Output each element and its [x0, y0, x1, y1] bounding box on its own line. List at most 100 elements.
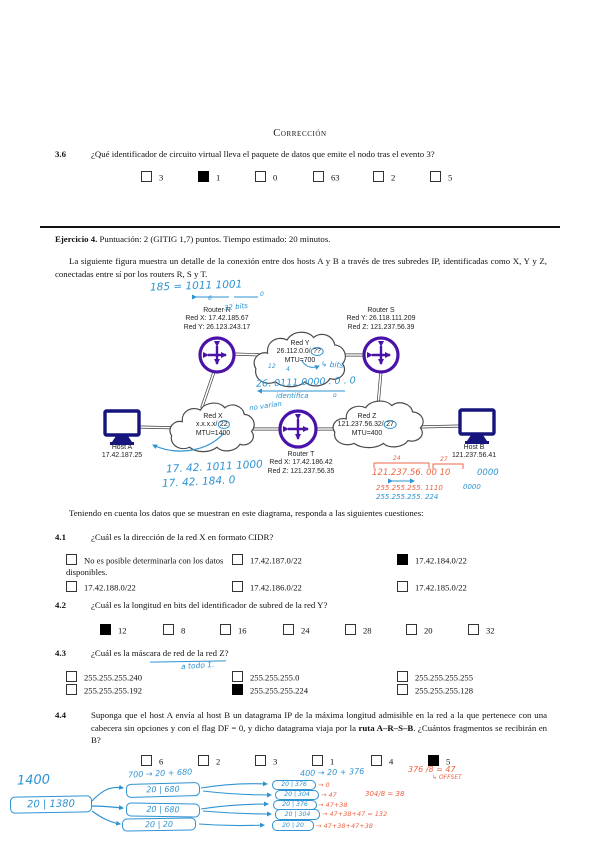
option-1[interactable]: 1	[312, 755, 334, 768]
lead-paragraph: Teniendo en cuenta los datos que se mues…	[69, 508, 424, 518]
option-17-42-188[interactable]: 17.42.188.0/22	[66, 581, 136, 594]
option-20[interactable]: 20	[406, 624, 433, 637]
router-r-label: Router R Red X: 17.42.185.67 Red Y: 26.1…	[183, 307, 251, 331]
checkbox[interactable]	[371, 755, 382, 766]
circled-prefix-annotation: 22	[217, 420, 231, 430]
checkbox[interactable]	[66, 581, 77, 592]
checkbox[interactable]	[428, 755, 439, 766]
hw-a-todo-1: a todo 1.	[180, 659, 215, 672]
option-24[interactable]: 24	[283, 624, 310, 637]
hw-calc-304: 304/8 = 38	[365, 790, 405, 798]
checkbox[interactable]	[66, 554, 77, 565]
option-6[interactable]: 6	[141, 755, 163, 768]
checkbox[interactable]	[312, 755, 323, 766]
router-t-icon	[278, 409, 318, 449]
option-28[interactable]: 28	[345, 624, 372, 637]
checkbox[interactable]	[220, 624, 231, 635]
option-2[interactable]: 2	[198, 755, 220, 768]
checkbox[interactable]	[141, 171, 152, 182]
hw-box-680-a: 20 | 680	[125, 782, 201, 798]
option-16[interactable]: 16	[220, 624, 247, 637]
option-8[interactable]: 8	[163, 624, 185, 637]
link-routerr-redy	[231, 352, 266, 357]
hw-small-o: o	[333, 392, 337, 399]
question-4-4: 4.4 Suponga que el host A envía al host …	[55, 709, 547, 747]
hw-box-20-final: 20 | 20	[272, 820, 314, 831]
option-mask-192[interactable]: 255.255.255.192	[66, 684, 142, 697]
checkbox[interactable]	[66, 684, 77, 695]
checkbox[interactable]	[255, 755, 266, 766]
question-number: 4.4	[55, 710, 66, 720]
router-r-icon	[198, 336, 236, 374]
checkbox[interactable]	[198, 755, 209, 766]
hw-box-680-b: 20 | 680	[125, 802, 201, 818]
checkbox[interactable]	[100, 624, 111, 635]
checkbox[interactable]	[397, 671, 408, 682]
option-mask-255[interactable]: 255.255.255.255	[397, 671, 473, 684]
option-32[interactable]: 32	[468, 624, 495, 637]
option-17-42-184[interactable]: 17.42.184.0/22	[397, 554, 467, 567]
checkbox[interactable]	[468, 624, 479, 635]
net-x-label: Red X x.x.x.x/22 MTU=1400	[195, 413, 231, 437]
option-mask-128[interactable]: 255.255.255.128	[397, 684, 473, 697]
circled-prefix-annotation: 27	[383, 420, 397, 430]
checkbox[interactable]	[66, 671, 77, 682]
checkbox[interactable]	[232, 671, 243, 682]
hw-calc-376: 376 /8 = 47	[408, 765, 456, 774]
hw-box-304-a: 20 | 304	[275, 790, 319, 800]
option-5[interactable]: 5	[428, 755, 450, 768]
option-17-42-185[interactable]: 17.42.185.0/22	[397, 581, 467, 594]
option-2[interactable]: 2	[373, 171, 395, 184]
checkbox[interactable]	[232, 581, 243, 592]
checkbox[interactable]	[283, 624, 294, 635]
option-3[interactable]: 3	[255, 755, 277, 768]
question-number: 4.2	[55, 600, 66, 610]
checkbox[interactable]	[232, 684, 243, 695]
hw-len-4: 4	[286, 366, 290, 373]
correction-header: Corrección	[273, 128, 327, 139]
checkbox[interactable]	[397, 554, 408, 565]
checkbox[interactable]	[232, 554, 243, 565]
hw-z-mask-red: 255.255.255. 1110	[376, 484, 443, 492]
exercise-meta: Puntuación: 2 (GITIG 1,7) puntos. Tiempo…	[97, 234, 331, 244]
option-no-determinable[interactable]: No es posible determinarla con los datos…	[66, 554, 224, 577]
option-1[interactable]: 1	[198, 171, 220, 184]
question-4-1: 4.1 ¿Cuál es la dirección de la red X en…	[55, 531, 547, 544]
checkbox[interactable]	[397, 684, 408, 695]
option-17-42-187[interactable]: 17.42.187.0/22	[232, 554, 302, 567]
checkbox[interactable]	[198, 171, 209, 182]
hw-bits-callout: ↳ bits	[320, 359, 344, 370]
section-divider	[40, 226, 560, 228]
question-4-2: 4.2 ¿Cuál es la longitud en bits del ide…	[55, 599, 547, 612]
checkbox[interactable]	[397, 581, 408, 592]
option-0[interactable]: 0	[255, 171, 277, 184]
option-17-42-186[interactable]: 17.42.186.0/22	[232, 581, 302, 594]
option-12[interactable]: 12	[100, 624, 127, 637]
hw-z-binary-red: 121.237.56. 00 10	[372, 468, 451, 478]
checkbox[interactable]	[430, 171, 441, 182]
checkbox[interactable]	[255, 171, 266, 182]
checkbox[interactable]	[373, 171, 384, 182]
question-3-6: 3.6 ¿Qué identificador de circuito virtu…	[55, 148, 547, 161]
checkbox[interactable]	[345, 624, 356, 635]
hw-box-304-b: 20 | 304	[275, 809, 320, 820]
hw-z-mask-blue: 0000	[463, 483, 481, 491]
link-hosta-redx	[137, 425, 184, 430]
option-mask-224[interactable]: 255.255.255.224	[232, 684, 308, 697]
checkbox[interactable]	[141, 755, 152, 766]
option-mask-240[interactable]: 255.255.255.240	[66, 671, 142, 684]
option-5[interactable]: 5	[430, 171, 452, 184]
hw-offset-47: → 47	[321, 791, 337, 799]
hw-brace-27: 27	[440, 456, 448, 463]
option-63[interactable]: 63	[313, 171, 340, 184]
checkbox[interactable]	[163, 624, 174, 635]
checkbox[interactable]	[406, 624, 417, 635]
option-3[interactable]: 3	[141, 171, 163, 184]
exercise-title: Ejercicio 4.	[55, 234, 98, 244]
option-4[interactable]: 4	[371, 755, 393, 768]
router-s-icon	[362, 336, 400, 374]
checkbox[interactable]	[313, 171, 324, 182]
option-mask-0[interactable]: 255.255.255.0	[232, 671, 299, 684]
hw-z-mask-decimal: 255.255.255. 224	[376, 493, 439, 501]
